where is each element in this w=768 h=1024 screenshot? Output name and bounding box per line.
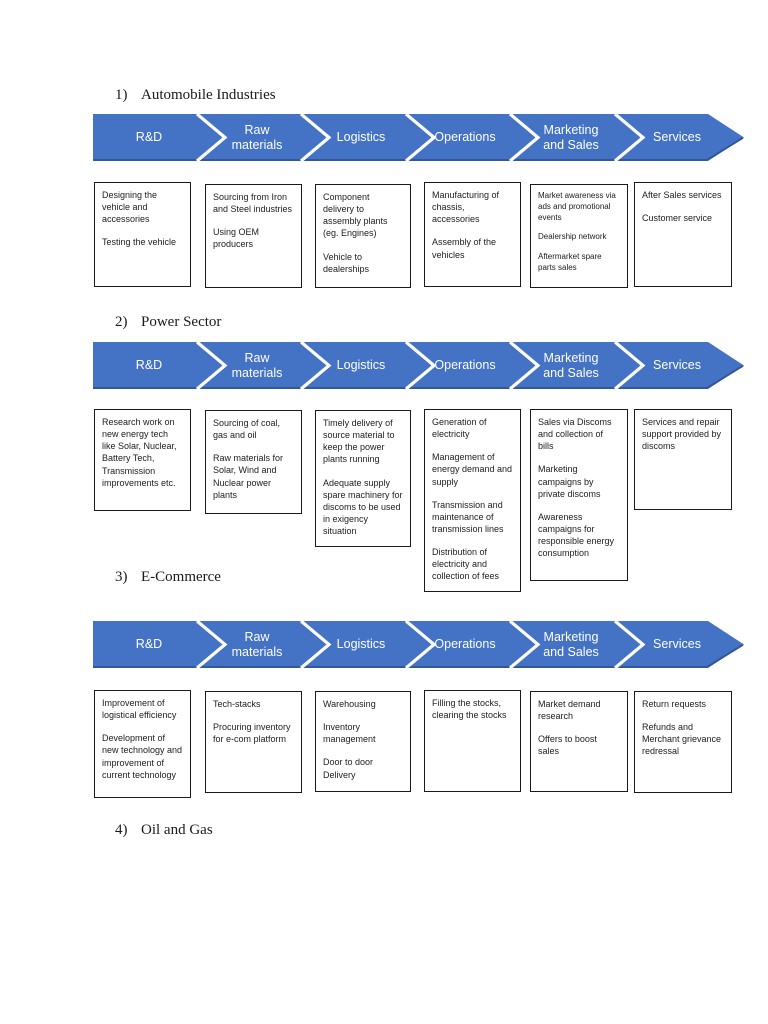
- box-paragraph: Assembly of the vehicles: [432, 237, 497, 260]
- stage-marketing-sales: Marketing and Sales: [543, 123, 599, 152]
- box-paragraph: Dealership network: [538, 232, 607, 242]
- box-paragraph: Offers to boost sales: [538, 734, 597, 757]
- box-paragraph: Generation of electricity: [432, 417, 487, 440]
- box-paragraph: Market demand research: [538, 699, 601, 722]
- stage-services: Services: [653, 637, 701, 652]
- section-title: Automobile Industries: [141, 87, 276, 103]
- ecommerce-services-box: Return requests Refunds and Merchant gri…: [634, 691, 732, 793]
- stage-logistics: Logistics: [336, 637, 386, 652]
- box-paragraph: Vehicle to dealerships: [323, 251, 370, 274]
- box-paragraph: Inventory management: [323, 722, 376, 745]
- value-chain-banner-ecommerce: R&D Raw materials Logistics Operations M…: [93, 621, 745, 668]
- section-title: Oil and Gas: [141, 822, 213, 838]
- stage-rd: R&D: [135, 130, 163, 145]
- box-paragraph: Sourcing of coal, gas and oil: [213, 418, 281, 441]
- box-paragraph: Services and repair support provided by …: [642, 417, 722, 452]
- chevron-arrow-shape: [93, 621, 744, 668]
- stage-rd: R&D: [135, 358, 163, 373]
- ecommerce-logistics-box: Warehousing Inventory management Door to…: [315, 691, 411, 792]
- automobile-services-box: After Sales services Customer service: [634, 182, 732, 287]
- box-paragraph: Designing the vehicle and accessories: [102, 190, 158, 225]
- box-paragraph: Tech-stacks: [213, 699, 261, 709]
- ecommerce-raw-materials-box: Tech-stacks Procuring inventory for e-co…: [205, 691, 302, 793]
- box-paragraph: Procuring inventory for e-com platform: [213, 722, 291, 745]
- automobile-operations-box: Manufacturing of chassis, accessories As…: [424, 182, 521, 287]
- box-paragraph: Testing the vehicle: [102, 237, 177, 248]
- box-paragraph: Raw materials for Solar, Wind and Nuclea…: [213, 453, 284, 500]
- automobile-raw-materials-box: Sourcing from Iron and Steel industries …: [205, 184, 302, 288]
- box-paragraph: Improvement of logistical efficiency: [102, 698, 177, 721]
- stage-operations: Operations: [434, 358, 496, 373]
- stage-operations: Operations: [434, 130, 496, 145]
- stage-services: Services: [653, 130, 701, 145]
- stage-operations: Operations: [434, 637, 496, 652]
- chevron-arrow-shape: [93, 114, 744, 161]
- box-paragraph: Sourcing from Iron and Steel industries: [213, 192, 293, 215]
- power-raw-materials-box: Sourcing of coal, gas and oil Raw materi…: [205, 410, 302, 514]
- box-paragraph: Component delivery to assembly plants (e…: [323, 192, 388, 239]
- box-paragraph: Management of energy demand and supply: [432, 452, 513, 487]
- box-paragraph: Aftermarket spare parts sales: [538, 252, 602, 272]
- box-paragraph: Customer service: [642, 213, 713, 224]
- box-paragraph: Refunds and Merchant grievance redressal: [642, 722, 722, 757]
- stage-services: Services: [653, 358, 701, 373]
- box-paragraph: Awareness campaigns for responsible ener…: [538, 511, 615, 559]
- ecommerce-operations-box: Filling the stocks, clearing the stocks: [424, 690, 521, 792]
- stage-raw-materials: Raw materials: [231, 630, 283, 659]
- box-paragraph: Door to door Delivery: [323, 757, 374, 780]
- section-heading-power: 2) Power Sector: [115, 314, 221, 331]
- power-operations-box: Generation of electricity Management of …: [424, 409, 521, 592]
- power-marketing-sales-box: Sales via Discoms and collection of bill…: [530, 409, 628, 581]
- ecommerce-rd-box: Improvement of logistical efficiency Dev…: [94, 690, 191, 798]
- section-number: 4): [115, 822, 128, 838]
- box-paragraph: Adequate supply spare machinery for disc…: [323, 477, 403, 537]
- stage-logistics: Logistics: [336, 130, 386, 145]
- box-paragraph: After Sales services: [642, 190, 722, 200]
- ecommerce-marketing-sales-box: Market demand research Offers to boost s…: [530, 691, 628, 792]
- section-number: 1): [115, 87, 128, 103]
- power-services-box: Services and repair support provided by …: [634, 409, 732, 510]
- automobile-logistics-box: Component delivery to assembly plants (e…: [315, 184, 411, 288]
- automobile-marketing-sales-box: Market awareness via ads and promotional…: [530, 184, 628, 288]
- section-title: E-Commerce: [141, 569, 221, 585]
- power-rd-box: Research work on new energy tech like So…: [94, 409, 191, 511]
- box-paragraph: Marketing campaigns by private discoms: [538, 464, 601, 499]
- chevron-arrow-shape: [93, 342, 744, 389]
- box-paragraph: Development of new technology and improv…: [102, 733, 183, 780]
- automobile-rd-box: Designing the vehicle and accessories Te…: [94, 182, 191, 287]
- section-heading-oil-gas: 4) Oil and Gas: [115, 822, 213, 839]
- section-number: 3): [115, 569, 128, 585]
- stage-marketing-sales: Marketing and Sales: [543, 630, 599, 659]
- power-logistics-box: Timely delivery of source material to ke…: [315, 410, 411, 547]
- box-paragraph: Warehousing: [323, 699, 376, 709]
- section-heading-automobile: 1) Automobile Industries: [115, 87, 276, 104]
- box-paragraph: Distribution of electricity and collecti…: [432, 547, 500, 582]
- section-number: 2): [115, 314, 128, 330]
- box-paragraph: Sales via Discoms and collection of bill…: [538, 417, 612, 452]
- value-chain-banner-power: R&D Raw materials Logistics Operations M…: [93, 342, 745, 389]
- stage-raw-materials: Raw materials: [231, 351, 283, 380]
- box-paragraph: Using OEM producers: [213, 227, 260, 250]
- box-paragraph: Manufacturing of chassis, accessories: [432, 190, 500, 225]
- stage-marketing-sales: Marketing and Sales: [543, 351, 599, 380]
- section-title: Power Sector: [141, 314, 222, 330]
- box-paragraph: Return requests: [642, 699, 707, 709]
- stage-logistics: Logistics: [336, 358, 386, 373]
- box-paragraph: Filling the stocks, clearing the stocks: [432, 698, 507, 721]
- value-chain-banner-automobile: R&D Raw materials Logistics Operations M…: [93, 114, 745, 161]
- box-paragraph: Market awareness via ads and promotional…: [538, 191, 616, 222]
- box-paragraph: Timely delivery of source material to ke…: [323, 418, 395, 465]
- stage-raw-materials: Raw materials: [231, 123, 283, 152]
- section-heading-ecommerce: 3) E-Commerce: [115, 569, 221, 586]
- box-paragraph: Transmission and maintenance of transmis…: [432, 499, 504, 534]
- stage-rd: R&D: [135, 637, 163, 652]
- box-paragraph: Research work on new energy tech like So…: [102, 417, 177, 488]
